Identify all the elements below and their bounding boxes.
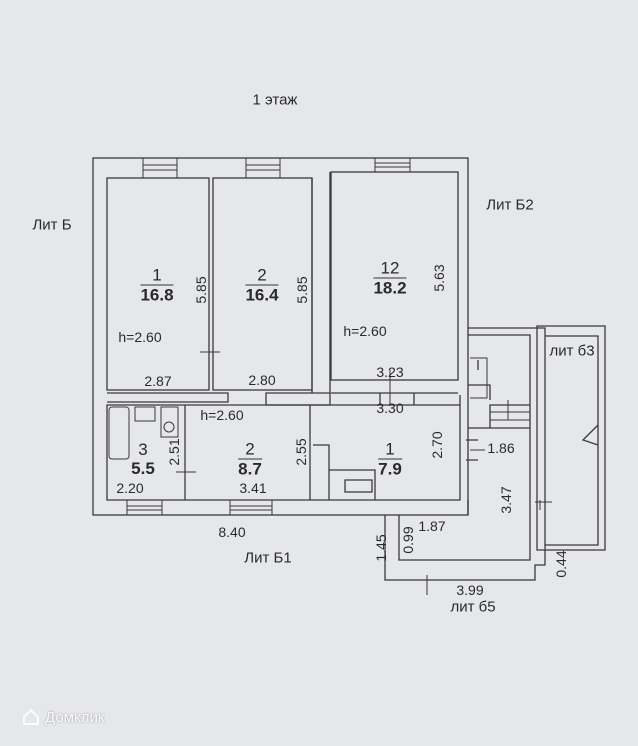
dim-label: 0.99 [400, 526, 416, 554]
dim-label: 0.44 [553, 550, 569, 578]
height-label: h=2.60 [118, 329, 162, 345]
dim-label: 3.99 [456, 582, 484, 598]
dim-label: 1.87 [418, 518, 446, 534]
room-area: 7.9 [378, 459, 402, 479]
room-area: 16.4 [245, 285, 279, 305]
windows [126, 158, 411, 515]
hall-partition [313, 444, 376, 500]
room-1-wall [106, 177, 210, 391]
bathroom-fixtures [108, 406, 179, 460]
dim-label: 5.63 [431, 264, 447, 292]
dim-label: 1.86 [487, 440, 515, 456]
room-number: 2 [238, 440, 262, 460]
dim-label: 3.23 [376, 364, 404, 380]
home-logo-icon [23, 708, 39, 725]
lit-b2-label: Лит Б2 [486, 196, 534, 214]
room-number: 1 [140, 266, 174, 286]
room-area: 8.7 [238, 459, 262, 479]
dim-label: 5.85 [294, 276, 310, 304]
watermark: Домклик [22, 708, 104, 726]
lit-b3-label: лит б3 [549, 342, 595, 360]
room-number: 2 [245, 266, 279, 286]
dim-label: 2.55 [293, 438, 309, 466]
dim-label: 1.45 [373, 534, 389, 562]
corridor-walls [107, 172, 458, 406]
room-area: 18.2 [373, 278, 407, 298]
lower-rooms-wall [106, 395, 461, 501]
dim-label: 3.47 [498, 486, 514, 514]
lit-b5-label: лит б5 [450, 598, 496, 616]
dim-label: 8.40 [218, 524, 246, 540]
stairs [470, 357, 530, 421]
dim-label: 5.85 [193, 276, 209, 304]
room-area: 16.8 [140, 285, 174, 305]
annex-b2-b5-wall [384, 327, 546, 581]
height-label: h=2.60 [200, 407, 244, 423]
dim-label: 3.30 [376, 400, 404, 416]
lit-b1-label: Лит Б1 [244, 549, 292, 567]
lit-b-label: Лит Б [32, 216, 72, 234]
dim-label: 2.80 [248, 372, 276, 388]
watermark-text: Домклик [45, 708, 105, 726]
dim-label: 2.87 [144, 373, 172, 389]
room-12-wall [330, 171, 459, 381]
room-area: 5.5 [131, 459, 155, 478]
annex-b3-wall [536, 325, 606, 551]
height-label: h=2.60 [343, 323, 387, 339]
dim-label: 2.70 [429, 431, 445, 459]
dim-label: 3.41 [239, 480, 267, 496]
floor-title: 1 этаж [252, 91, 298, 109]
room-number: 1 [378, 440, 402, 460]
dim-label: 2.51 [166, 438, 182, 466]
room-number: 12 [373, 259, 407, 279]
room-number: 3 [138, 440, 148, 459]
dim-label: 2.20 [116, 480, 144, 496]
dimension-ticks [176, 351, 552, 595]
